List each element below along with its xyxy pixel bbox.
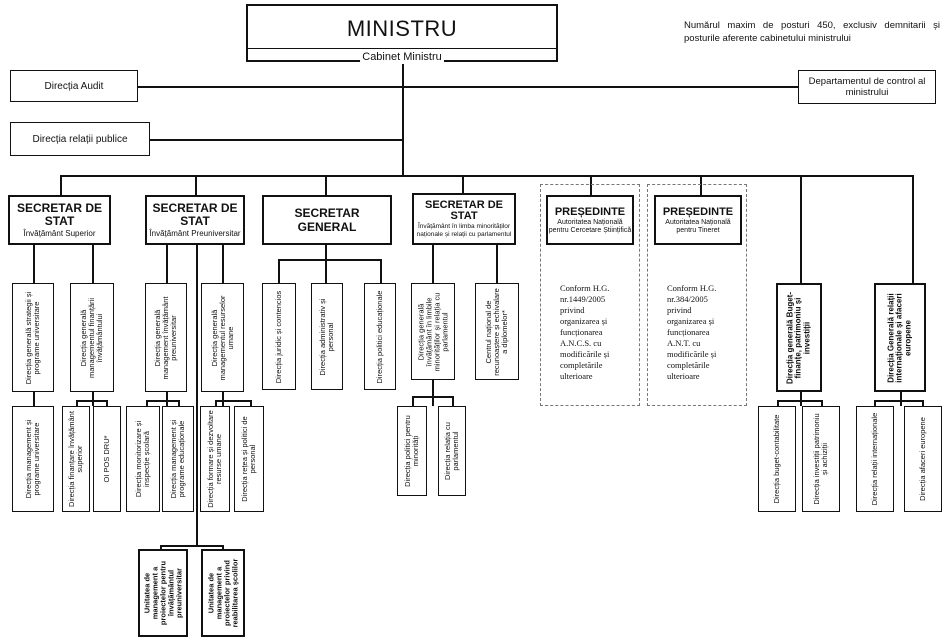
ancs-area xyxy=(540,184,640,406)
top-title: SECRETAR DE STAT xyxy=(424,199,504,223)
top-title: SECRETAR GENERAL xyxy=(294,206,360,234)
top-title: PREȘEDINTE xyxy=(554,205,626,218)
oi-pos-dru: OI POS DRU* xyxy=(93,406,121,512)
hg-note-ancs: Conform H.G. nr.1449/2005 privind organi… xyxy=(560,283,610,382)
d-finantare-superior: Direcția finanțare învățământ superior xyxy=(62,406,90,512)
d-management-universitare: Direcția management și programe universi… xyxy=(12,406,54,512)
presedinte-ant: PREȘEDINTE Autoritatea Națională pentru … xyxy=(654,195,742,245)
relatii-publice-box: Direcția relații publice xyxy=(10,122,150,156)
audit-label: Direcția Audit xyxy=(44,80,104,92)
dg-resurse-umane: Direcția generală managementul resurselo… xyxy=(201,283,244,392)
d-investitii-patrimoniu: Direcția investiții patrimoniu și achizi… xyxy=(802,406,840,512)
dg-strategii-universitare: Direcția generală strategii și programe … xyxy=(12,283,54,392)
dg-management-finantare: Direcția generală managementul finanțări… xyxy=(70,283,114,392)
d-formare-resurse-umane: Direcția formare și dezvoltare resurse u… xyxy=(200,406,230,512)
secretar-general: SECRETAR GENERAL xyxy=(262,195,392,245)
d-relatia-parlament: Direcția relația cu parlamentul xyxy=(438,406,466,496)
dg-management-preuniversitar: Direcția generală management învățământ … xyxy=(145,283,187,392)
secretar-stat-superior: SECRETAR DE STAT Învățământ Superior xyxy=(8,195,111,245)
d-management-programe-educationale: Direcția management și programe educațio… xyxy=(162,406,194,512)
top-title: SECRETAR DE STAT xyxy=(16,200,103,228)
top-sub: Autoritatea Națională pentru Tineret xyxy=(665,218,731,234)
top-sub: Învățământ Superior xyxy=(23,229,96,239)
secretar-stat-minoritati: SECRETAR DE STAT Învățământ în limba min… xyxy=(412,193,516,245)
top-title: SECRETAR DE STAT xyxy=(152,200,238,228)
d-politici-minoritati: Direcția politici pentru minorități xyxy=(397,406,427,496)
ant-area xyxy=(647,184,747,406)
audit-box: Direcția Audit xyxy=(10,70,138,102)
d-relatii-internationale: Direcția relații internaționale xyxy=(856,406,894,512)
ump-reabilitare-scoli: Unitatea de management a proiectelor pri… xyxy=(201,549,245,637)
dg-limbile-minoritatilor: Direcția generală învățământ în limbile … xyxy=(411,283,455,380)
secretar-stat-preuniversitar: SECRETAR DE STAT Învățământ Preuniversit… xyxy=(145,195,245,245)
dg-buget-finante: Direcția generală Buget-finanțe, patrimo… xyxy=(776,283,822,392)
posts-note: Numărul maxim de posturi 450, exclusiv d… xyxy=(684,20,940,44)
control-box: Departamentul de control al ministrului xyxy=(798,70,936,104)
d-administrativ: Direcția administrativ și personal xyxy=(311,283,343,390)
hg-note-ant: Conform H.G. nr.384/2005 privind organiz… xyxy=(667,283,717,382)
centrul-recunoastere: Centrul național de recunoaștere și echi… xyxy=(475,283,519,380)
d-retea-politici-personal: Direcția rețea și politici de personal xyxy=(234,406,264,512)
ministru-box: MINISTRU Cabinet Ministru xyxy=(246,4,558,63)
top-title: PREȘEDINTE xyxy=(662,205,734,218)
dg-relatii-internationale: Direcția Generală relații internaționale… xyxy=(874,283,926,392)
presedinte-ancs: PREȘEDINTE Autoritatea Națională pentru … xyxy=(546,195,634,245)
cabinet-label: Cabinet Ministru xyxy=(360,51,444,63)
d-monitorizare-inspectie: Direcția monitorizare și inspecție școla… xyxy=(126,406,160,512)
top-sub: Învățământ Preuniversitar xyxy=(149,229,241,239)
top-sub: Autoritatea Națională pentru Cercetare Ș… xyxy=(548,218,632,234)
d-buget-contabilitate: Direcția buget-contabilitate xyxy=(758,406,796,512)
ministru-title: MINISTRU xyxy=(346,16,458,41)
relatii-publice-label: Direcția relații publice xyxy=(32,133,128,145)
ump-preuniversitar: Unitatea de management a proiectelor pen… xyxy=(138,549,188,637)
control-label: Departamentul de control al ministrului xyxy=(808,75,926,98)
d-juridic: Direcția juridic și contencios xyxy=(262,283,296,390)
d-afaceri-europene: Direcția afaceri europene xyxy=(904,406,942,512)
d-politici-educationale: Direcția politici educaționale xyxy=(364,283,396,390)
top-sub: Învățământ în limba minorităților națion… xyxy=(416,223,512,238)
